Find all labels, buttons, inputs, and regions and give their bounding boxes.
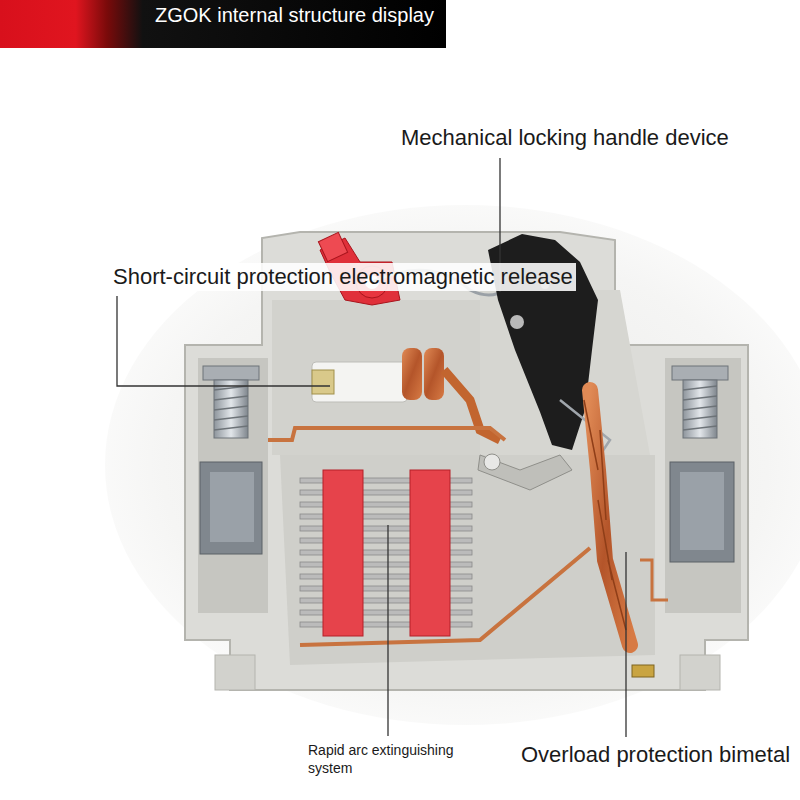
copper-wire [300, 548, 590, 645]
part-label: Overload protection bimetal [518, 741, 793, 769]
banner-title: ZGOK internal structure display [155, 4, 434, 27]
coil [402, 348, 422, 400]
copper-wire [640, 560, 668, 600]
screw-head [203, 366, 259, 380]
adjust-screw [632, 665, 654, 677]
housing [185, 232, 748, 690]
leader-line [387, 525, 388, 736]
part-label: Mechanical locking handle device [398, 124, 732, 152]
screw-head [672, 366, 728, 380]
part-label: Short-circuit protection electromagnetic… [110, 263, 576, 291]
terminal-clamp [680, 472, 724, 550]
leader-line [625, 552, 626, 737]
release-core [312, 362, 407, 402]
leader-line [117, 296, 330, 386]
backdrop [105, 205, 800, 725]
rivet [510, 315, 524, 329]
din-foot [215, 655, 255, 690]
handle [318, 232, 347, 261]
terminal-cavity [198, 358, 268, 613]
coil [424, 348, 444, 400]
terminal-clamp [200, 462, 262, 554]
pivot [484, 454, 500, 470]
contact-arm [478, 455, 572, 490]
terminal-clamp [210, 472, 254, 542]
screw [683, 380, 717, 438]
release-plunger [312, 370, 334, 394]
screw [214, 380, 248, 438]
copper-strip [268, 428, 505, 440]
din-foot [680, 655, 720, 690]
terminal-cavity [665, 358, 741, 613]
arc-chute [300, 470, 472, 636]
terminal-clamp [670, 462, 734, 562]
bimetal-braid [584, 400, 626, 630]
bimetal-braid [590, 390, 630, 645]
part-label: Rapid arc extinguishing system [308, 741, 473, 777]
